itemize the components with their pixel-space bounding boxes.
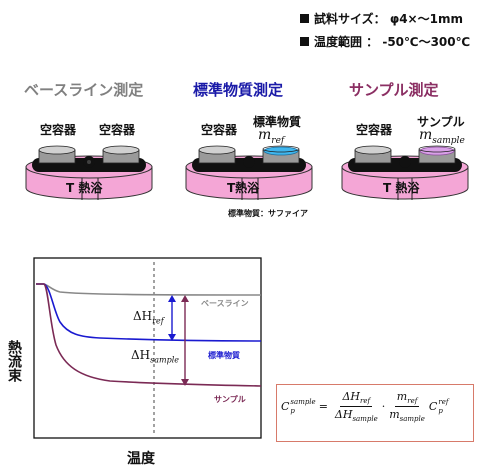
spec-temp-range: 温度範囲 ： -50℃～300℃ (300, 33, 470, 50)
spec-sample-size-text: 試料サイズ： φ4×～1mm (314, 12, 463, 26)
baseline-left-label: 空容器 (40, 123, 77, 137)
container-lid (102, 145, 140, 155)
spec-sample-size: 試料サイズ： φ4×～1mm (300, 10, 463, 27)
container-lid (198, 145, 236, 155)
sample-material-fill (419, 146, 455, 156)
reference-note: 標準物質：サファイア (228, 209, 308, 218)
thermocouple-left (83, 156, 95, 168)
baseline-title: ベースライン測定 (24, 81, 144, 99)
bullet-square-icon (300, 14, 309, 23)
reference-material-fill (263, 146, 299, 156)
dh-ref-label: ΔHref (133, 309, 164, 326)
arrow-head-icon (181, 379, 189, 386)
thermocouple-highlight (87, 160, 91, 164)
y-axis-label: 熱流束 (6, 340, 22, 382)
container-rim (262, 145, 300, 153)
container-lid (38, 145, 76, 155)
sample-series-label: サンプル (214, 395, 246, 404)
formula-enthalpy-ratio: ΔHref ΔHsample (334, 390, 378, 424)
formula-dot: · (381, 400, 386, 414)
reference-bath-label: T熱浴 (227, 181, 260, 195)
sample-apparatus (341, 145, 469, 200)
sample-mass-label: msample (419, 127, 465, 146)
thermocouple (243, 156, 255, 168)
arrow-head-icon (168, 295, 176, 302)
baseline-curve (36, 283, 262, 296)
reference-series-label: 標準物質 (208, 351, 240, 360)
baseline-series-label: ベースライン (201, 299, 249, 308)
arrow-head-icon (168, 334, 176, 341)
bullet-square-icon (300, 37, 309, 46)
container-lid (354, 145, 392, 155)
apparatus-diagram (25, 145, 469, 200)
baseline-bath-label: T 熱浴 (66, 181, 103, 195)
reference-left-label: 空容器 (201, 123, 238, 137)
dh-sample-label: ΔHsample (131, 348, 180, 365)
formula-mass-ratio: mref msample (389, 390, 425, 424)
baseline-right-label: 空容器 (99, 123, 136, 137)
reference-apparatus (185, 145, 313, 200)
sample-left-label: 空容器 (356, 123, 393, 137)
baseline-apparatus (25, 145, 153, 200)
container-rim (418, 145, 456, 153)
formula-equals: = (318, 400, 328, 414)
reference-title: 標準物質測定 (193, 81, 284, 99)
reference-mass-label: mref (258, 127, 285, 146)
spec-temp-range-text: 温度範囲 ： -50℃～300℃ (314, 35, 471, 49)
sample-bath-label: T 熱浴 (383, 181, 420, 195)
arrow-head-icon (181, 295, 189, 302)
reference-right-label: 標準物質 (253, 115, 302, 129)
sample-right-label: サンプル (417, 115, 465, 129)
sample-title: サンプル測定 (349, 81, 439, 99)
thermocouple (399, 156, 411, 168)
x-axis-label: 温度 (127, 451, 155, 467)
